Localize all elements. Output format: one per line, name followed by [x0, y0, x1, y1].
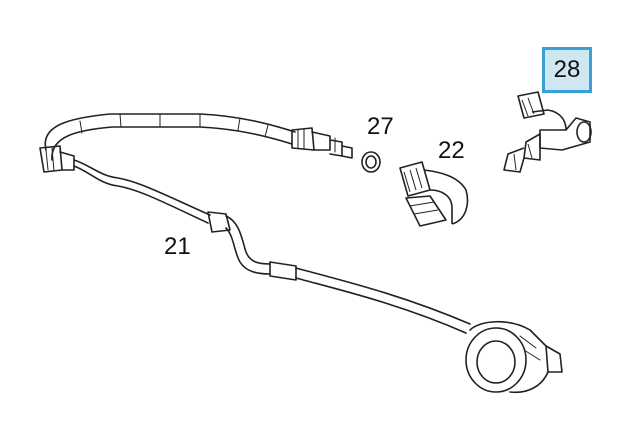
part-28-elbow-connector[interactable]: [503, 91, 592, 173]
part-22-elbow-fitting[interactable]: [399, 161, 469, 227]
part-21-hose[interactable]: [39, 113, 563, 394]
callout-27[interactable]: 27: [367, 113, 394, 140]
callout-22[interactable]: 22: [438, 137, 465, 164]
callout-21[interactable]: 21: [164, 233, 191, 260]
callout-28-selected[interactable]: 28: [542, 47, 592, 93]
part-27-oring[interactable]: [361, 151, 381, 173]
